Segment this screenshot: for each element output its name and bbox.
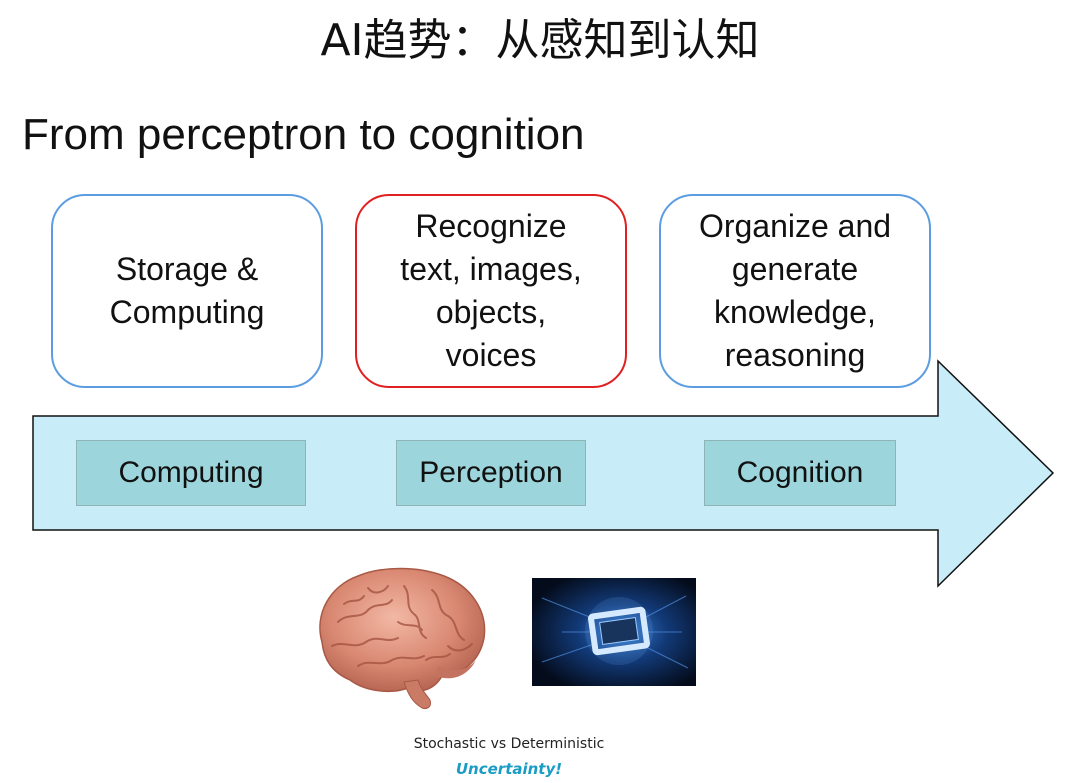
microchip-image	[532, 578, 696, 686]
subtitle: From perceptron to cognition	[22, 110, 585, 159]
stage-box-recognize: Recognize text, images, objects, voices	[355, 194, 627, 388]
phase-cognition: Cognition	[704, 440, 896, 506]
page-title: AI趋势：从感知到认知	[320, 15, 760, 66]
stage-label: Recognize text, images, objects, voices	[400, 208, 582, 373]
phase-computing: Computing	[76, 440, 306, 506]
phase-perception: Perception	[396, 440, 586, 506]
brain-image	[319, 567, 486, 709]
stage-label: Storage & Computing	[109, 251, 265, 330]
caption-uncertainty: Uncertainty!	[455, 760, 563, 778]
stage-box-organize-knowledge: Organize and generate knowledge, reasoni…	[659, 194, 931, 388]
stage-box-storage-computing: Storage & Computing	[51, 194, 323, 388]
caption-stochastic-deterministic: Stochastic vs Deterministic	[413, 736, 605, 752]
stage-label: Organize and generate knowledge, reasoni…	[698, 208, 892, 373]
